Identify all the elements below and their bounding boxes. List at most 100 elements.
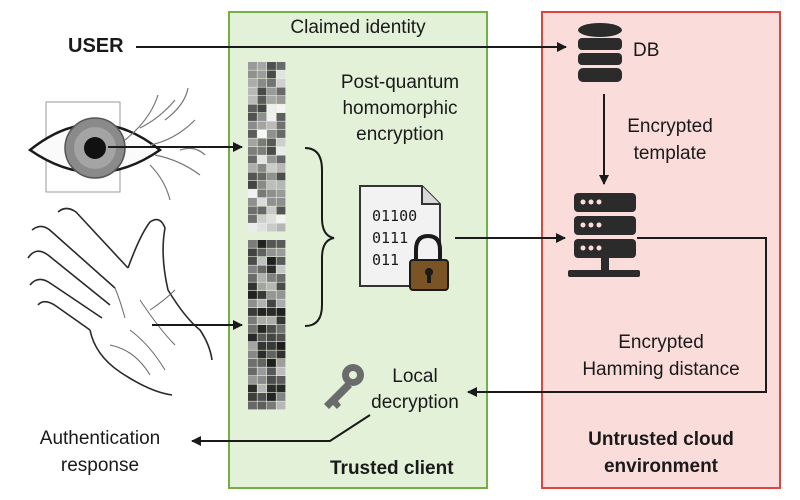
code-cell [257, 384, 267, 393]
trusted-client-title: Trusted client [330, 458, 454, 479]
server-to-decryption-arrow [467, 237, 767, 397]
code-cell [267, 181, 276, 189]
code-cell [267, 70, 276, 79]
code-cell [257, 376, 267, 384]
code-cell [248, 350, 257, 359]
user-label: USER [68, 35, 124, 57]
code-cell [257, 189, 267, 198]
binary-line-1: 01100 [372, 207, 417, 225]
code-cell [248, 308, 257, 316]
code-cell [267, 223, 276, 232]
decryption-to-response-arrow [191, 414, 371, 446]
code-cell [276, 359, 286, 367]
code-cell [257, 79, 267, 87]
code-cell [267, 138, 276, 147]
code-cell [257, 350, 267, 359]
code-cell [276, 393, 286, 401]
code-cell [276, 113, 286, 121]
code-cell [257, 62, 267, 70]
code-cell [276, 316, 286, 325]
code-cell [248, 96, 257, 104]
grouping-brace [304, 147, 335, 327]
code-cell [257, 274, 267, 282]
db-label: DB [633, 40, 660, 61]
code-cell [257, 206, 267, 215]
code-cell [248, 130, 257, 138]
code-cell [267, 147, 276, 155]
code-cell [248, 121, 257, 130]
code-cell [257, 401, 267, 410]
code-cell [248, 172, 257, 181]
code-cell [248, 401, 257, 410]
code-cell [257, 393, 267, 401]
code-cell [276, 308, 286, 316]
code-cell [267, 248, 276, 257]
code-cell [276, 282, 286, 291]
code-cell [276, 350, 286, 359]
code-cell [267, 172, 276, 181]
code-cell [276, 376, 286, 384]
code-cell [267, 376, 276, 384]
code-cell [257, 359, 267, 367]
code-cell [267, 291, 276, 299]
code-cell [276, 155, 286, 164]
auth-response-line-1: Authentication [39, 428, 161, 449]
code-cell [276, 79, 286, 87]
code-cell [248, 104, 257, 113]
hamming-label-line-1: Encrypted [618, 332, 704, 353]
code-cell [257, 316, 267, 325]
code-cell [257, 147, 267, 155]
code-cell [248, 248, 257, 257]
code-cell [276, 138, 286, 147]
code-cell [267, 350, 276, 359]
code-cell [276, 164, 286, 172]
code-cell [248, 113, 257, 121]
code-cell [276, 215, 286, 223]
code-cell [276, 104, 286, 113]
code-cell [257, 181, 267, 189]
code-cell [257, 121, 267, 130]
code-cell [267, 87, 276, 96]
hand-icon [27, 207, 213, 396]
code-cell [267, 79, 276, 87]
code-cell [248, 325, 257, 333]
code-cell [248, 147, 257, 155]
code-cell [276, 325, 286, 333]
code-cell [257, 198, 267, 206]
code-cell [257, 104, 267, 113]
code-cell [257, 308, 267, 316]
code-cell [267, 316, 276, 325]
code-cell [276, 223, 286, 232]
encrypted-template-line-2: template [633, 143, 707, 164]
code-cell [248, 70, 257, 79]
database-icon [578, 23, 622, 82]
code-cell [248, 181, 257, 189]
code-cell [267, 121, 276, 130]
code-cell [267, 130, 276, 138]
code-cell [248, 223, 257, 232]
code-cell [276, 265, 286, 274]
code-cell [257, 248, 267, 257]
code-cell [267, 113, 276, 121]
code-cell [248, 257, 257, 265]
code-cell [276, 333, 286, 342]
code-cell [248, 291, 257, 299]
code-cell [257, 265, 267, 274]
code-cell [276, 240, 286, 248]
encryption-label-line-2: homomorphic [342, 98, 458, 119]
auth-response-line-2: response [60, 455, 140, 476]
decryption-label-line-1: Local [392, 366, 438, 387]
code-cell [257, 282, 267, 291]
hamming-label-line-2: Hamming distance [582, 359, 740, 380]
code-cell [276, 121, 286, 130]
code-cell [276, 248, 286, 257]
code-cell [248, 367, 257, 376]
code-cell [248, 274, 257, 282]
code-cell [267, 333, 276, 342]
code-cell [267, 384, 276, 393]
code-cell [276, 342, 286, 350]
code-cell [248, 359, 257, 367]
code-cell [267, 308, 276, 316]
code-cell [267, 342, 276, 350]
